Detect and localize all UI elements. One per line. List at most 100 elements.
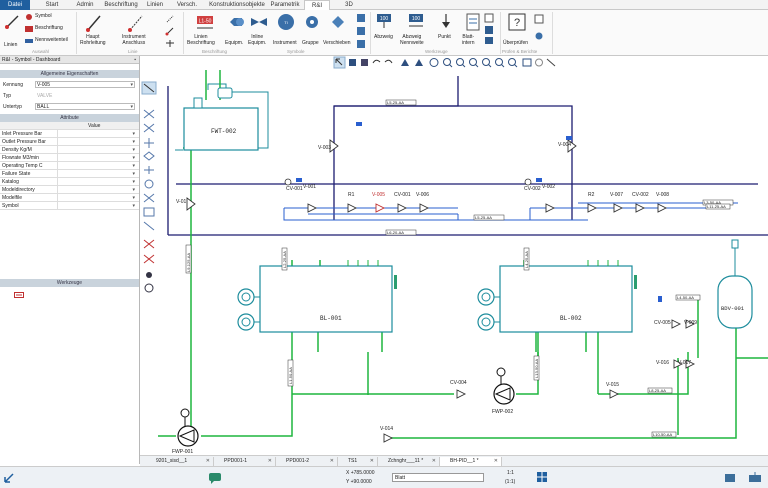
instrument-bubble[interactable] — [524, 178, 532, 186]
line-tag[interactable]: L2-25-AA — [281, 247, 288, 271]
ueberpruefen-button[interactable]: Überprüfen — [503, 40, 529, 46]
drawing-canvas[interactable]: FWT-002 BL-001 BL-002 BDV-001 — [158, 70, 768, 455]
doc-tab[interactable]: PPD001-1✕ — [214, 457, 276, 466]
select-pointer-icon[interactable] — [335, 58, 343, 66]
report-tools-icon[interactable] — [534, 14, 544, 42]
instrument-anschluss-button[interactable]: Instrument Anschluss — [122, 34, 146, 46]
pump-fwp-001[interactable]: FWP-001 — [172, 408, 199, 455]
attribute-row[interactable]: Symbol▾ — [0, 202, 139, 210]
line-tag[interactable]: L4-25-AA — [523, 247, 530, 271]
chevron-down-icon[interactable]: ▾ — [132, 163, 135, 169]
valve-v-01[interactable] — [186, 197, 196, 211]
valve-v-009[interactable] — [685, 319, 696, 329]
valve-v-004[interactable] — [567, 139, 577, 153]
tank-nozzle[interactable] — [193, 97, 203, 109]
punkt-button[interactable]: Punkt — [438, 34, 451, 40]
up-icon[interactable] — [401, 59, 409, 66]
cross-icon[interactable] — [143, 123, 155, 133]
valve-v-006[interactable] — [419, 203, 430, 213]
doc-tab[interactable]: Zchnghr___11 *✕ — [378, 457, 440, 466]
attribute-row[interactable]: Modeldirectory▾ — [0, 186, 139, 194]
vessel-bdv-001[interactable]: BDV-001 — [717, 239, 753, 329]
valve-v-015[interactable] — [609, 389, 620, 399]
zoom-in-icon[interactable] — [456, 58, 464, 66]
doc-tab[interactable]: PPD001-2✕ — [276, 457, 338, 466]
doc-tab[interactable]: 9201_sisd__1✕ — [146, 457, 214, 466]
instrument-bubble[interactable] — [284, 178, 292, 186]
keyboard-icon[interactable] — [14, 292, 24, 298]
line-tag[interactable]: L13-50-AA — [533, 355, 540, 381]
verschieben-button[interactable]: Verschieben — [323, 40, 351, 46]
zoom-prev-icon[interactable] — [508, 58, 516, 66]
line-tag[interactable]: L11-25-AA — [705, 203, 731, 210]
valve-r2[interactable] — [587, 203, 598, 213]
valve-v-014[interactable] — [383, 433, 394, 443]
pan-icon[interactable] — [522, 58, 532, 67]
zoom-all-icon[interactable] — [495, 58, 503, 66]
line-tag[interactable]: L5-25-AA — [473, 214, 505, 221]
line-tag[interactable]: L9-125-AA — [185, 244, 192, 274]
chevron-down-icon[interactable]: ▾ — [132, 203, 135, 209]
sheet-tools-icon[interactable] — [484, 13, 494, 45]
zoom-icon[interactable] — [443, 58, 451, 66]
attribute-row[interactable]: Density Kg/M▾ — [0, 146, 139, 154]
tank-nozzle[interactable] — [217, 87, 233, 99]
chevron-down-icon[interactable]: ▾ — [132, 171, 135, 177]
zoom-out-icon[interactable] — [469, 58, 477, 66]
refresh-icon[interactable] — [429, 58, 439, 67]
chevron-down-icon[interactable]: ▾ — [132, 131, 135, 137]
line-select-icon[interactable] — [4, 14, 20, 30]
delete-icon[interactable] — [143, 254, 155, 264]
light-icon[interactable] — [535, 58, 543, 67]
chevron-down-icon[interactable]: ▾ — [130, 104, 133, 110]
attribute-row[interactable]: Katalog▾ — [0, 178, 139, 186]
sheet-field[interactable]: Blatt — [392, 473, 484, 482]
chat-icon[interactable] — [208, 472, 222, 484]
close-icon[interactable]: ✕ — [369, 458, 374, 464]
chevron-down-icon[interactable]: ▾ — [132, 179, 135, 185]
close-icon[interactable]: ✕ — [431, 458, 436, 464]
line-tools-icon[interactable] — [165, 14, 175, 48]
chevron-down-icon[interactable]: ▾ — [132, 139, 135, 145]
inline-equipm-button[interactable]: Inline Equipm. — [248, 34, 267, 46]
chevron-down-icon[interactable]: ▾ — [132, 187, 135, 193]
line-tag[interactable]: L8-25-AA — [647, 387, 673, 394]
close-icon[interactable]: ✕ — [329, 458, 334, 464]
valve-v-005[interactable] — [375, 203, 386, 213]
top-icon[interactable] — [415, 59, 423, 66]
untertyp-field[interactable]: BALL▾ — [35, 103, 135, 110]
haupt-rohrleitung-button[interactable]: Haupt Rohrleitung — [80, 34, 106, 46]
valve-cv-002[interactable] — [635, 203, 646, 213]
line-tag[interactable]: L4-50-AA — [675, 294, 701, 301]
line-tag[interactable]: L5-25-AA — [385, 99, 417, 106]
redo-icon[interactable] — [384, 59, 393, 64]
valve-v-002[interactable] — [545, 203, 556, 213]
close-icon[interactable]: ✕ — [205, 458, 210, 464]
pump-fwp-002[interactable]: FWP-002 — [492, 367, 515, 415]
save-icon[interactable] — [349, 59, 356, 66]
plus-icon[interactable] — [144, 138, 154, 148]
valve-v-008[interactable] — [657, 203, 668, 213]
attribute-row[interactable]: Modelfile▾ — [0, 194, 139, 202]
tee-icon[interactable] — [144, 166, 154, 174]
linien-beschriftung-button[interactable]: Linien Beschriftung — [187, 34, 215, 46]
blatt-intern-button[interactable]: Blatt- intern — [462, 34, 475, 46]
attributes-header[interactable]: Attribute — [0, 114, 139, 122]
ring-icon[interactable] — [144, 283, 154, 293]
tab-ri[interactable]: R&I — [304, 0, 330, 10]
tab-start[interactable]: Start — [45, 2, 59, 8]
delete-icon[interactable] — [143, 239, 155, 249]
cross-icon[interactable] — [143, 109, 155, 119]
undo-icon[interactable] — [372, 59, 381, 64]
close-icon[interactable]: ✕ — [493, 458, 498, 464]
zoom-window-icon[interactable] — [482, 58, 490, 66]
doc-tab[interactable]: TS1✕ — [338, 457, 378, 466]
tools-header[interactable]: Werkzeuge — [0, 279, 139, 287]
linien-button[interactable]: Linien — [4, 42, 18, 48]
beschriftung-button[interactable]: Beschriftung — [35, 25, 63, 31]
attribute-row[interactable]: Operating Temp C▾ — [0, 162, 139, 170]
tab-3d[interactable]: 3D — [345, 2, 353, 8]
chevron-down-icon[interactable]: ▾ — [132, 195, 135, 201]
measure-icon[interactable] — [546, 58, 556, 67]
doc-tab-active[interactable]: BH-PID__1 *✕ — [440, 457, 502, 466]
